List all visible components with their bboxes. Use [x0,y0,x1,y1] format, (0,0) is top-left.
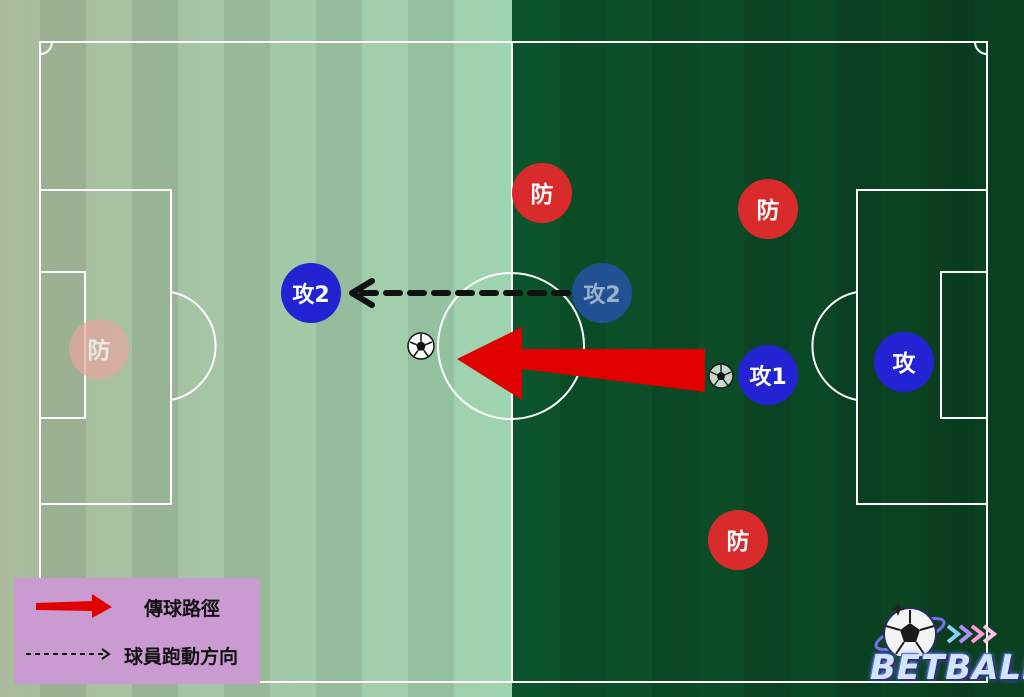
right-goal-box [940,271,988,419]
svg-text:攻2: 攻2 [583,282,620,308]
pass-arrow [457,327,705,400]
attacker-marker: 攻 [874,332,934,392]
left-penalty-arc [170,291,217,401]
defender-marker: 防 [738,179,798,239]
corner-arc [39,41,53,55]
svg-text:攻1: 攻1 [749,364,786,390]
pass-arrow-icon [36,594,112,618]
svg-text:防: 防 [727,528,750,555]
svg-text:攻: 攻 [893,350,917,377]
svg-text:攻2: 攻2 [292,282,329,308]
center-circle [437,272,585,420]
legend-run-row: 球員跑動方向 [14,634,260,674]
logo-ball-icon [874,602,998,656]
run-arrow-icon [26,648,111,660]
attacker-2-old-position: 攻2 [572,263,632,323]
svg-text:防: 防 [88,337,111,364]
legend-pass-label: 傳球路徑 [144,598,221,620]
legend-run-label: 球員跑動方向 [124,646,239,668]
run-direction-arrow [349,278,571,308]
defender-marker: 防 [69,319,129,379]
legend-pass-row: 傳球路徑 [14,586,260,626]
attacker-1-marker: 攻1 [738,345,798,405]
attacker-2-new-position: 攻2 [281,263,341,323]
ball-icon [407,332,435,360]
ball-icon [708,363,734,389]
svg-text:防: 防 [531,181,554,208]
defender-marker: 防 [512,163,572,223]
defender-marker: 防 [708,510,768,570]
svg-text:防: 防 [757,197,780,224]
corner-arc [974,669,988,683]
right-penalty-arc [811,291,858,401]
corner-arc [974,41,988,55]
betball-logo: BETBALL [868,596,1024,692]
legend: 傳球路徑 球員跑動方向 [14,578,260,684]
logo-wordmark: BETBALL [870,648,1024,688]
